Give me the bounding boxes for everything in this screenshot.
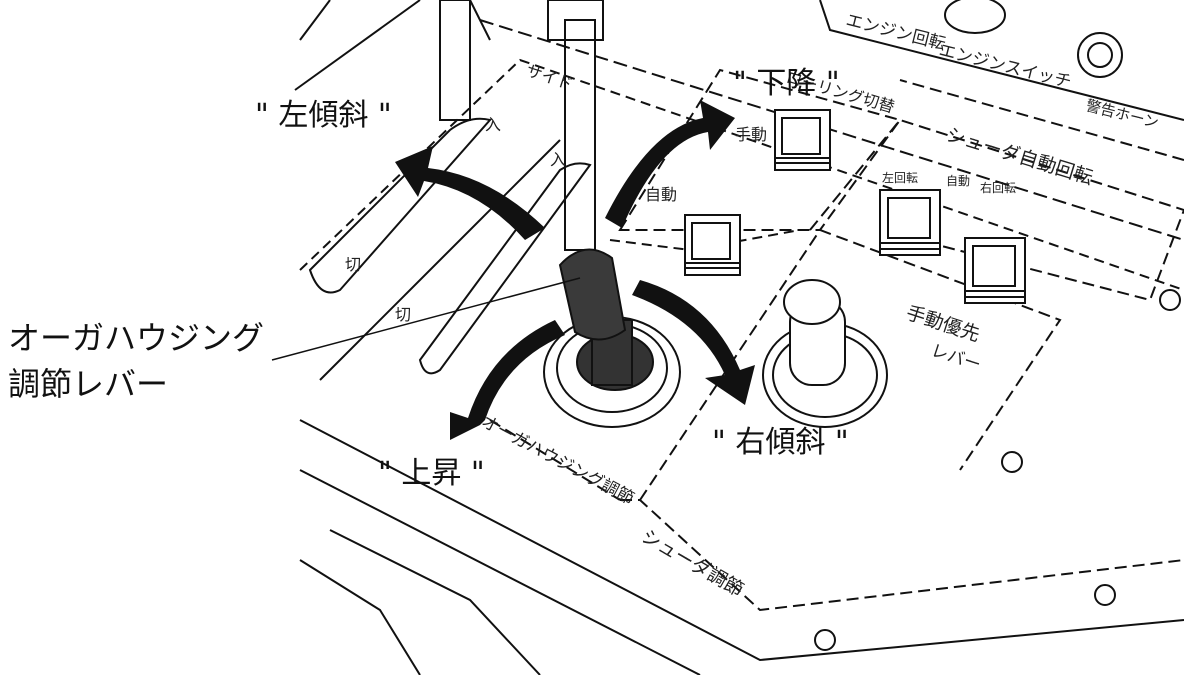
arrow-raise xyxy=(450,320,565,440)
direction-arrows xyxy=(395,100,755,440)
label-shoe-adjust: シューダ調節 xyxy=(638,525,748,601)
label-manual-priority: 手動優先 xyxy=(903,302,982,346)
label-in-1: 入 xyxy=(485,115,501,134)
label-side: サイド xyxy=(524,61,576,94)
label-engine-switch: エンジンスイッチ xyxy=(937,40,1073,92)
label-auto2: 自動 xyxy=(645,185,677,204)
manual-priority-lever xyxy=(762,279,888,428)
arrow-right-tilt xyxy=(632,280,755,405)
button-auto-right xyxy=(964,237,1026,304)
label-auto: 自動 xyxy=(946,174,970,188)
screws xyxy=(814,0,1181,651)
arrow-lower xyxy=(605,100,735,228)
label-right-tilt: " 右傾斜 " xyxy=(712,425,849,460)
label-auto-right: 右回転 xyxy=(980,180,1016,195)
label-engine-rpm: エンジン回転 xyxy=(844,10,948,54)
label-in-2: 入 xyxy=(550,150,566,169)
arrow-left-tilt xyxy=(395,146,545,240)
callout-label-line1: オーガハウジング xyxy=(8,319,265,357)
label-auto-left: 左回転 xyxy=(882,170,918,185)
label-manual: 手動 xyxy=(735,125,767,144)
side-lever-slots xyxy=(308,0,604,375)
label-off-1: 切 xyxy=(345,255,361,274)
button-lower xyxy=(774,109,831,171)
label-off-2: 切 xyxy=(395,305,411,324)
callout-label-line2: 調節レバー xyxy=(8,365,169,403)
callout-leader-line xyxy=(271,277,581,361)
button-auto-left xyxy=(879,189,941,256)
push-buttons xyxy=(684,109,1026,304)
housing-adjust-lever xyxy=(543,248,681,428)
console-outline xyxy=(294,0,1184,675)
label-raise: " 上昇 " xyxy=(378,456,485,491)
button-manual xyxy=(684,214,741,276)
label-warning-horn: 警告ホーン xyxy=(1084,96,1160,131)
label-left-tilt: " 左傾斜 " xyxy=(255,98,392,133)
label-lower: " 下降 " xyxy=(733,66,840,101)
